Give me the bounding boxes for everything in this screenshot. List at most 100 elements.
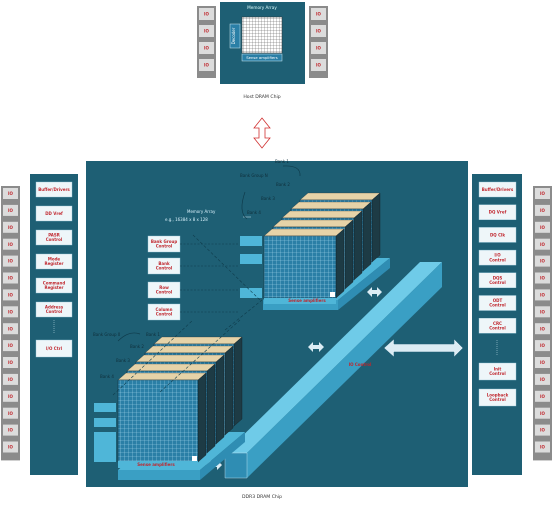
lower-decoder-block [94,432,116,462]
io-pin-label: IO [8,225,13,230]
center-control-box-label: Bank Group [151,239,178,244]
io-pin [3,255,18,267]
io-pin [311,59,326,71]
right-panel-box [478,295,517,311]
right-panel-box [478,227,517,243]
io-pin-label: IO [540,309,545,314]
io-pin [535,272,550,284]
bank-label: Bank 1 [275,159,289,164]
right-panel-bottom-box-label: Init [494,367,502,372]
bank-side-face [371,192,381,263]
bank-side-face [335,228,345,299]
io-pin [535,441,550,453]
io-pin-label: IO [204,63,209,68]
bank-side-face [233,336,243,427]
io-pin [3,204,18,216]
left-panel-box [35,301,73,318]
left-panel-box-label: Mode [48,257,61,262]
io-pin [3,238,18,250]
right-panel-box-label: Control [489,325,506,330]
io-pin-label: IO [540,428,545,433]
left-panel-box [35,229,73,246]
bank-top-face [290,201,372,210]
io-pin-label: IO [8,208,13,213]
io-pin [535,306,550,318]
lower-decoder-block [94,403,116,412]
io-pin-label: IO [8,377,13,382]
center-control-box-label: Control [156,290,173,295]
io-pin-label: IO [8,445,13,450]
bank-group-n-label: Bank Group N [240,173,268,178]
left-panel-box-label: Register [44,261,63,266]
upper-decoder-block [240,288,262,298]
top-sense-amp-box [241,53,283,62]
bank-corner [192,456,197,461]
top-sense-amp-label: Sense amplifiers [246,55,278,60]
left-panel-box-label: DD Vref [45,211,63,216]
bank-top-face [117,372,207,381]
io-pin-label: IO [540,242,545,247]
right-panel-box [478,249,517,266]
lower-sense-amp-label: Sense amplifiers [137,462,175,467]
bank-group-0-brace [117,332,141,342]
bottom-memory-array-label: Memory Array [187,209,216,214]
io-pin [535,390,550,402]
bank-group-n-stack [240,192,390,310]
left-panel-box [35,181,73,198]
right-panel-box-label: I/O [494,253,501,258]
bank-label: Bank 2 [130,344,144,349]
io-pin [199,8,214,20]
bank-top-face [126,363,216,372]
io-pin [311,42,326,54]
bottom-chip-caption: DDR3 DRAM Chip [242,494,282,500]
io-pin-label: IO [8,394,13,399]
io-pin-label: IO [540,191,545,196]
io-pin-label: IO [204,12,209,17]
io-pin-label: IO [204,46,209,51]
left-panel-box-label: Command [43,281,66,286]
bank-group-0-label: Bank Group 0 [93,332,121,337]
bank-array [117,379,199,463]
io-pin-label: IO [8,242,13,247]
bank-top-face [135,354,225,363]
center-control-box-label: Control [156,244,173,249]
io-pin-label: IO [540,225,545,230]
bank-label: Bank 3 [116,358,130,363]
bank-side-face [344,219,354,290]
right-panel-box-label: DQ Clk [490,232,505,237]
io-pin [3,340,18,352]
top-chip-caption: Host DRAM Chip [243,94,280,100]
upper-sense-amp-bar [264,298,336,304]
center-control-box-label: Row [159,285,169,290]
bank-side-face [224,345,234,436]
lower-decoder-block [94,418,116,427]
right-panel-box-label: DQ Vref [489,210,507,215]
io-pin-label: IO [540,208,545,213]
io-pin [535,188,550,199]
bank-label: Bank 2 [276,182,290,187]
right-panel-box [478,204,517,220]
io-pin-label: IO [540,276,545,281]
io-pin [535,424,550,436]
upper-decoder-block [240,236,262,246]
left-panel-box-label: Control [46,309,63,314]
upper-arrow-icon [367,287,382,297]
mid-arrow-icon [308,342,324,352]
bank-group-n-brace-2 [241,191,248,220]
io-control-bar [224,262,442,479]
center-control-box-label: Column [156,307,173,312]
right-panel-box-label: Control [489,257,506,262]
io-pin [311,8,326,20]
io-pin-label: IO [540,445,545,450]
io-pin-label: IO [8,293,13,298]
bank-side-face [197,372,207,463]
io-pin [535,340,550,352]
bank-top-face [144,345,234,354]
left-panel-box-label: Buffer/Drivers [38,187,70,192]
right-panel-bottom-box-label: Control [489,371,506,376]
bank-label: Bank 4 [247,210,261,215]
